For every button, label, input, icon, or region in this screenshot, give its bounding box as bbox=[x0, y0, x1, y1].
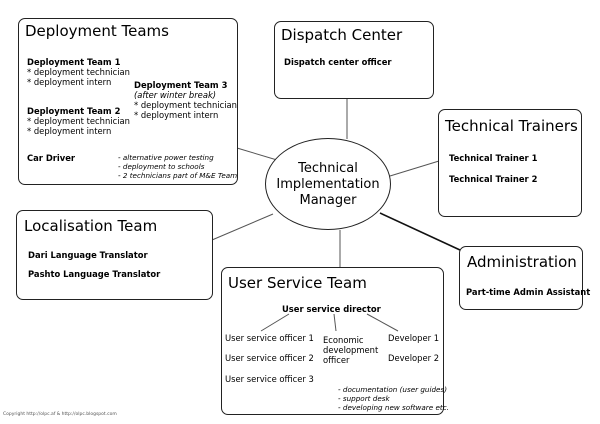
economic-development-officer: officer bbox=[323, 355, 350, 365]
user-service-team-title: User Service Team bbox=[228, 274, 367, 292]
user-service-team-box: User Service Team User service director … bbox=[221, 267, 449, 415]
connector-director-officers bbox=[260, 313, 290, 332]
administration-title: Administration bbox=[467, 253, 577, 271]
admin-assistant: Part-time Admin Assistant bbox=[466, 287, 591, 297]
deployment-note: - 2 technicians part of M&E Team bbox=[118, 171, 238, 180]
user-service-director: User service director bbox=[282, 304, 381, 314]
deployment-team-1-member: * deployment technician bbox=[27, 67, 130, 77]
center-line: Manager bbox=[299, 193, 357, 208]
deployment-note: - alternative power testing bbox=[118, 153, 214, 162]
localisation-team-title: Localisation Team bbox=[24, 217, 158, 235]
administration-box: Administration Part-time Admin Assistant bbox=[459, 246, 590, 310]
technical-trainer: Technical Trainer 1 bbox=[449, 153, 538, 163]
user-service-officer: User service officer 1 bbox=[225, 333, 314, 343]
connector-localisation bbox=[211, 213, 274, 241]
deployment-team-2-member: * deployment intern bbox=[27, 126, 112, 136]
center-line: Implementation bbox=[276, 177, 380, 192]
connector-director-developers bbox=[366, 313, 399, 332]
connector-trainers bbox=[389, 160, 440, 177]
user-service-note: - documentation (user guides) bbox=[338, 385, 448, 394]
developer: Developer 2 bbox=[388, 353, 440, 363]
technical-trainer: Technical Trainer 2 bbox=[449, 174, 538, 184]
deployment-team-3-note: (after winter break) bbox=[134, 90, 217, 100]
localisation-translator: Pashto Language Translator bbox=[28, 269, 161, 279]
deployment-team-3-name: Deployment Team 3 bbox=[134, 80, 228, 90]
deployment-team-1-name: Deployment Team 1 bbox=[27, 57, 121, 67]
user-service-officer: User service officer 3 bbox=[225, 374, 314, 384]
economic-development-officer: development bbox=[323, 345, 379, 355]
connector-administration bbox=[379, 212, 461, 251]
technical-implementation-manager-node: Technical Implementation Manager bbox=[265, 138, 391, 230]
user-service-note: - developing new software etc. bbox=[338, 403, 449, 412]
technical-trainers-box: Technical Trainers Technical Trainer 1 T… bbox=[438, 109, 582, 217]
car-driver: Car Driver bbox=[27, 153, 76, 163]
deployment-team-1-member: * deployment intern bbox=[27, 77, 112, 87]
localisation-translator: Dari Language Translator bbox=[28, 250, 148, 260]
center-line: Technical bbox=[298, 161, 358, 176]
deployment-team-2-member: * deployment technician bbox=[27, 116, 130, 126]
deployment-teams-title: Deployment Teams bbox=[25, 22, 169, 40]
deployment-team-3-member: * deployment intern bbox=[134, 110, 219, 120]
connector-deployment bbox=[236, 147, 278, 161]
dispatch-center-title: Dispatch Center bbox=[281, 26, 403, 44]
technical-trainers-title: Technical Trainers bbox=[445, 117, 578, 135]
deployment-note: - deployment to schools bbox=[118, 162, 205, 171]
deployment-teams-box: Deployment Teams Deployment Team 1 * dep… bbox=[18, 18, 238, 185]
copyright-text: Copyright http://olpc.af & http://olpc.b… bbox=[3, 412, 117, 417]
user-service-officer: User service officer 2 bbox=[225, 353, 314, 363]
localisation-team-box: Localisation Team Dari Language Translat… bbox=[16, 210, 213, 300]
deployment-team-2-name: Deployment Team 2 bbox=[27, 106, 121, 116]
developer: Developer 1 bbox=[388, 333, 440, 343]
connector-director-economic bbox=[333, 313, 337, 332]
economic-development-officer: Economic bbox=[323, 335, 364, 345]
dispatch-center-officer: Dispatch center officer bbox=[284, 57, 392, 67]
user-service-note: - support desk bbox=[338, 394, 390, 403]
deployment-team-3-member: * deployment technician bbox=[134, 100, 237, 110]
dispatch-center-box: Dispatch Center Dispatch center officer bbox=[274, 21, 434, 99]
